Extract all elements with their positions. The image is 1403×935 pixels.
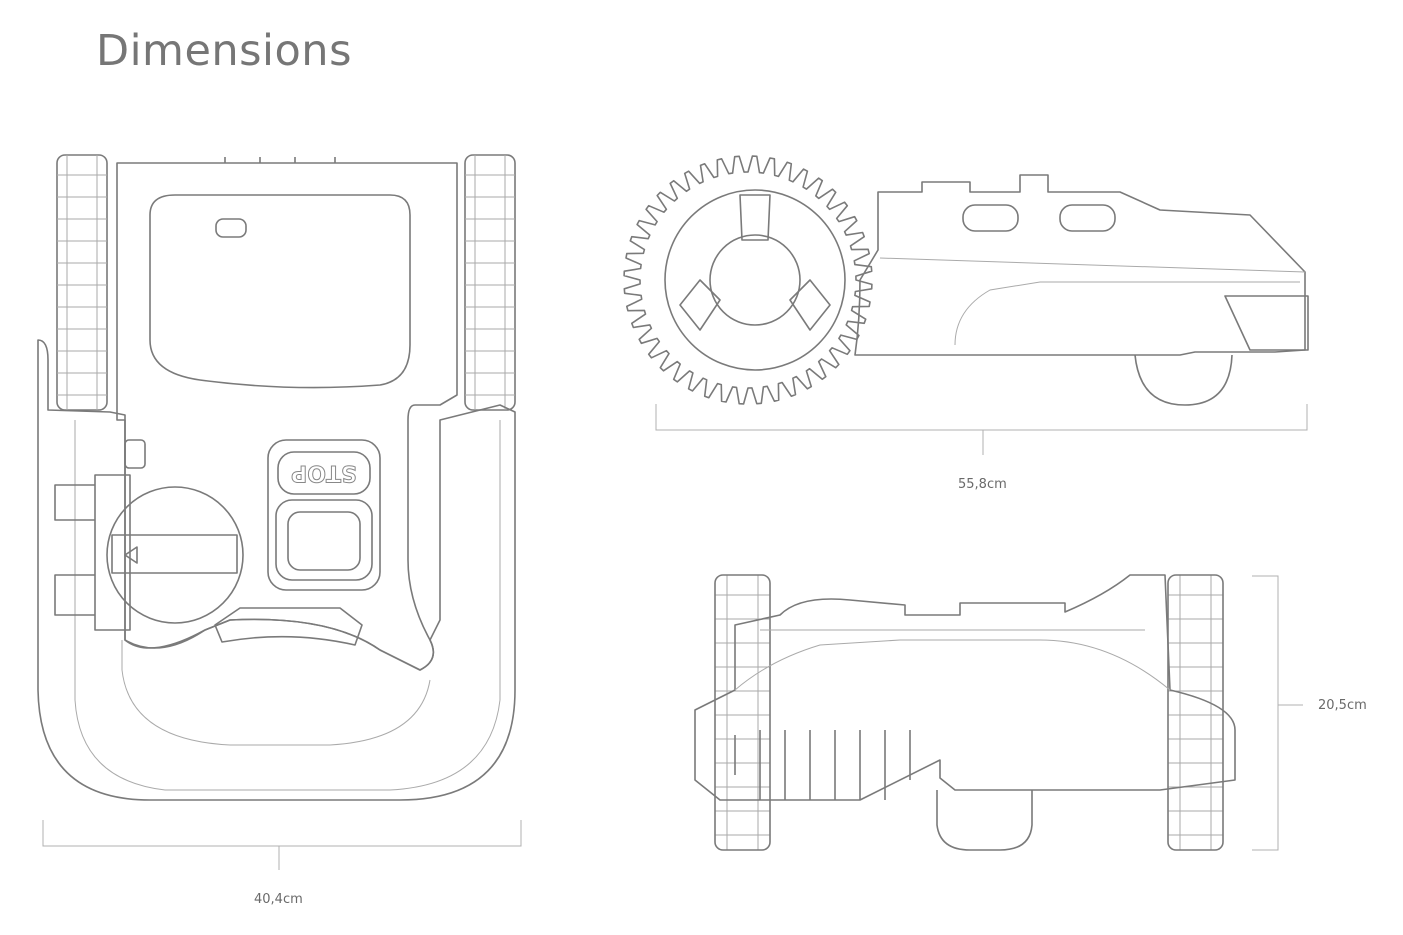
front-left-wheel xyxy=(714,574,771,851)
center-wheel xyxy=(936,790,1033,851)
right-wheel xyxy=(464,154,516,411)
indicator-light xyxy=(215,218,247,238)
arrow-left-icon xyxy=(124,546,138,564)
stop-button[interactable] xyxy=(277,451,371,495)
knob-grip xyxy=(111,534,238,574)
side-light-1 xyxy=(962,204,1019,232)
wheel-hub xyxy=(709,234,801,326)
control-panel xyxy=(267,439,381,591)
front-vents xyxy=(1224,295,1309,351)
home-button[interactable] xyxy=(275,499,373,581)
side-body xyxy=(854,174,1306,356)
top-deck xyxy=(37,339,516,801)
dimension-height xyxy=(1252,575,1303,851)
wheel-treads xyxy=(57,155,515,410)
width-dimension-label: 40,4cm xyxy=(254,892,303,907)
height-dimension-label: 20,5cm xyxy=(1318,698,1367,713)
page-title: Dimensions xyxy=(96,26,352,76)
left-wheel xyxy=(56,154,108,411)
dimension-length xyxy=(655,404,1308,455)
front-body xyxy=(694,574,1236,801)
front-view-drawing xyxy=(694,574,1236,851)
wheel-rim xyxy=(664,189,846,371)
home-button-inner xyxy=(287,511,361,571)
handle-grip xyxy=(214,607,363,646)
top-body xyxy=(116,162,458,671)
length-dimension-label: 55,8cm xyxy=(958,477,1007,492)
front-right-wheel xyxy=(1167,574,1224,851)
vents xyxy=(224,157,336,163)
top-view-drawing: STOP xyxy=(37,154,1223,850)
side-latch xyxy=(54,474,131,631)
side-light-2 xyxy=(1059,204,1116,232)
charging-port xyxy=(124,439,146,469)
rear-wheel-gear xyxy=(623,155,873,405)
side-view-drawing xyxy=(623,155,1309,406)
stop-button-label: STOP xyxy=(291,460,357,485)
front-wheel-treads xyxy=(715,575,1223,850)
cutting-guard-teeth xyxy=(734,730,911,800)
top-cover xyxy=(149,194,411,389)
dimension-width xyxy=(42,820,522,870)
wheel-spokes xyxy=(679,194,831,331)
height-adjust-knob[interactable] xyxy=(106,486,244,624)
front-wheel xyxy=(1134,354,1233,406)
